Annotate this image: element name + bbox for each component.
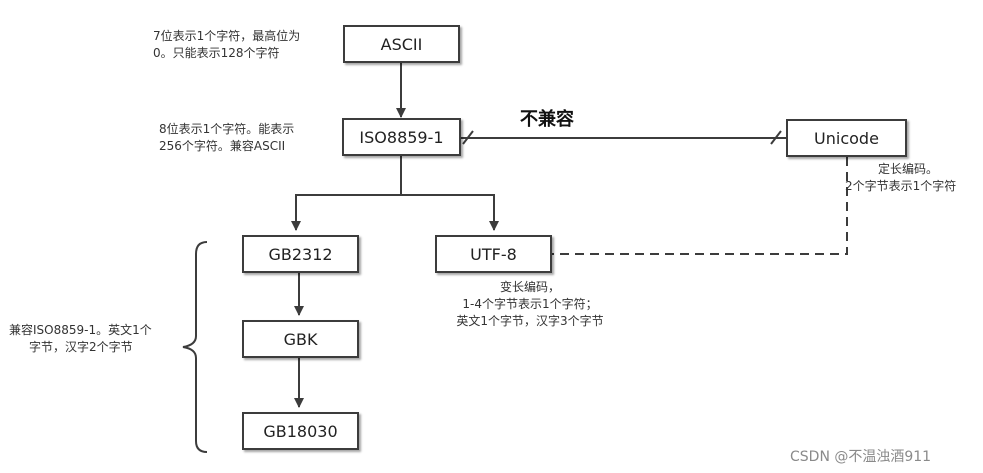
incompatible-tick-right [770,130,782,145]
note-iso8859-line-2: 256个字符。兼容ASCII [159,139,286,153]
node-gbk: GBK [242,320,359,358]
incompatible-label: 不兼容 [520,109,574,130]
note-iso8859-line-1: 8位表示1个字符。能表示 [159,122,295,136]
connector-iso8859-to-utf8 [401,194,499,231]
note-utf8-line-2: 1-4个字节表示1个字符； [462,297,598,311]
note-utf8-line-1: 变长编码， [499,280,560,294]
note-unicode-line-2: 2个字节表示1个字符 [845,179,957,193]
note-ascii-line-1: 7位表示1个字符，最高位为 [153,29,301,43]
note-ascii-line-2: 0。只能表示128个字符 [153,46,280,60]
note-unicode: 定长编码。 2个字节表示1个字符 [845,161,956,195]
note-gb-family-line-2: 字节，汉字2个字节 [29,340,133,354]
node-utf-8: UTF-8 [435,235,552,273]
note-ascii: 7位表示1个字符，最高位为 0。只能表示128个字符 [153,28,300,62]
note-gb-family: 兼容ISO8859-1。英文1个 字节，汉字2个字节 [9,322,152,356]
note-iso8859: 8位表示1个字符。能表示 256个字符。兼容ASCII [159,121,294,155]
incompatible-tick-left [462,130,474,145]
watermark: CSDN @不温浊酒911 [790,449,932,465]
node-ascii: ASCII [343,25,460,63]
gb-family-brace [182,241,208,453]
note-unicode-line-1: 定长编码。 [878,162,939,176]
note-gb-family-line-1: 兼容ISO8859-1。英文1个 [9,323,152,337]
connector-iso8859-branch [291,155,402,231]
note-utf8-line-3: 英文1个字节，汉字3个字节 [456,314,604,328]
dashed-connector-unicode-utf8 [551,157,848,255]
node-iso8859-1: ISO8859-1 [342,118,461,156]
node-gb18030: GB18030 [242,412,359,450]
note-utf8: 变长编码， 1-4个字节表示1个字符； 英文1个字节，汉字3个字节 [439,279,621,330]
node-gb2312: GB2312 [242,235,359,273]
node-unicode: Unicode [786,119,907,157]
